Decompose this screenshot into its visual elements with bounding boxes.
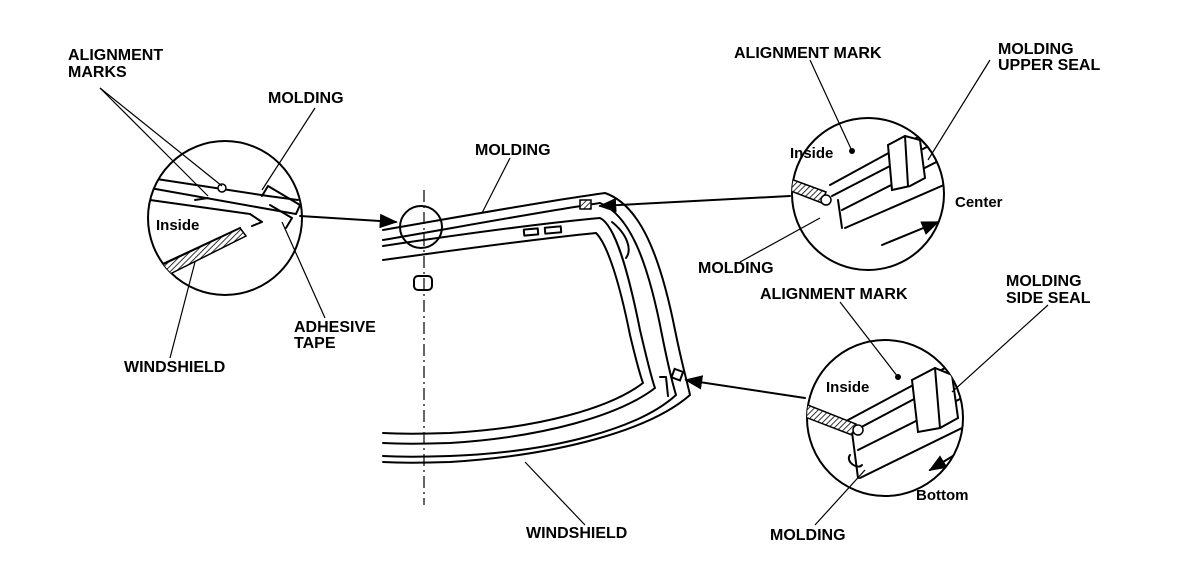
- detail-circle-side-seal: [806, 339, 964, 497]
- detail-circle-upper-seal: [791, 117, 945, 271]
- label-windshield-left: WINDSHIELD: [124, 359, 225, 376]
- label-inside-bottom-right: Inside: [826, 379, 869, 396]
- label-molding-top-right: MOLDING: [698, 260, 774, 277]
- label-adhesive-tape-1: ADHESIVE: [294, 319, 376, 336]
- label-molding-side-seal-1: MOLDING: [1006, 273, 1082, 290]
- arrow-to-side-seal: [684, 375, 806, 399]
- label-center: Center: [955, 194, 1003, 211]
- label-inside-left: Inside: [156, 217, 199, 234]
- detail-focus-circle: [399, 205, 443, 249]
- leader-lines: [99, 59, 1049, 526]
- label-molding-upper-seal-2: UPPER SEAL: [998, 57, 1100, 74]
- label-molding-center: MOLDING: [475, 142, 551, 159]
- label-molding-bottom-right: MOLDING: [770, 527, 846, 544]
- label-molding-side-seal-2: SIDE SEAL: [1006, 290, 1091, 307]
- arrow-to-upper-seal: [598, 195, 791, 213]
- label-alignment-marks-1: ALIGNMENT: [68, 47, 163, 64]
- label-alignment-mark-bottom: ALIGNMENT MARK: [760, 286, 908, 303]
- label-molding-upper-seal-1: MOLDING: [998, 41, 1074, 58]
- label-windshield-bottom: WINDSHIELD: [526, 525, 627, 542]
- detail-circle-left: [147, 140, 303, 296]
- label-bottom: Bottom: [916, 487, 969, 504]
- label-inside-top-right: Inside: [790, 145, 833, 162]
- label-molding-top-left: MOLDING: [268, 90, 344, 107]
- label-alignment-marks-2: MARKS: [68, 64, 127, 81]
- label-adhesive-tape-2: TAPE: [294, 335, 336, 352]
- windshield-outline: [382, 190, 691, 505]
- label-alignment-mark-top: ALIGNMENT MARK: [734, 45, 882, 62]
- arrow-to-focus-left: [299, 213, 398, 229]
